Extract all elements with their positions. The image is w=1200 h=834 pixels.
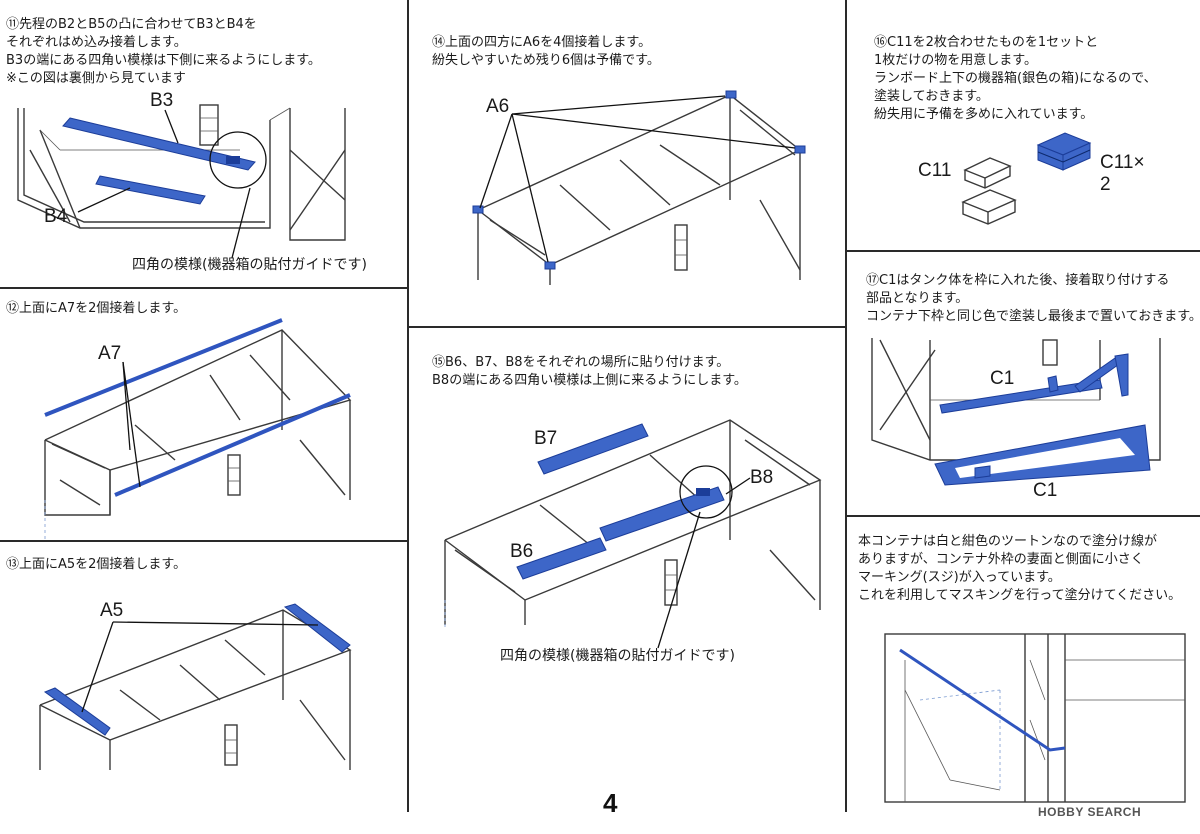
label-c1-top: C1 xyxy=(990,368,1015,389)
label-c11x2: C11× 2 xyxy=(1100,152,1145,195)
label-b4: B4 xyxy=(44,206,68,227)
step-16-line-5: 紛失用に予備を多めに入れています。 xyxy=(874,107,1094,122)
label-c1-bottom: C1 xyxy=(1033,480,1058,501)
label-a5: A5 xyxy=(100,600,124,621)
step-16-line-2: 1枚だけの物を用意します。 xyxy=(874,53,1037,68)
step-15-caption: 四角の模様(機器箱の貼付ガイドです) xyxy=(500,648,735,664)
note-diagram xyxy=(884,633,1186,803)
step-16-line-1: ⑯C11を2枚合わせたものを1セットと xyxy=(874,35,1099,50)
step-11-line-2: それぞれはめ込み接着します。 xyxy=(6,35,187,50)
divider-right-1 xyxy=(847,250,1200,252)
step-13-diagram xyxy=(39,603,352,770)
step-17-diagram xyxy=(871,338,1161,486)
step-15-line-1: ⑮B6、B7、B8をそれぞれの場所に貼り付けます。 xyxy=(432,355,730,370)
label-c11: C11 xyxy=(918,160,952,181)
step-15-line-2: B8の端にある四角い模様は上側に来るようにします。 xyxy=(432,373,747,388)
step-17-line-3: コンテナ下枠と同じ色で塗装し最後まで置いておきます。 xyxy=(866,309,1200,324)
label-a6: A6 xyxy=(486,96,510,117)
step-15-diagram xyxy=(444,419,822,649)
note-line-2: ありますが、コンテナ外枠の妻面と側面に小さく xyxy=(858,552,1144,567)
divider-left-1 xyxy=(0,287,407,289)
step-11-line-3: B3の端にある四角い模様は下側に来るようにします。 xyxy=(6,53,321,68)
step-17-line-2: 部品となります。 xyxy=(866,291,969,306)
step-12-diagram xyxy=(44,318,352,540)
step-12-line-1: ⑫上面にA7を2個接着します。 xyxy=(6,301,187,316)
label-b6: B6 xyxy=(510,541,534,562)
label-b8: B8 xyxy=(750,467,774,488)
label-b7: B7 xyxy=(534,428,558,449)
divider-mid-1 xyxy=(409,326,845,328)
step-11-line-4: ※この図は裏側から見ています xyxy=(6,71,186,86)
step-14-line-2: 紛失しやすいため残り6個は予備です。 xyxy=(432,53,660,68)
step-13-line-1: ⑬上面にA5を2個接着します。 xyxy=(6,557,187,572)
note-line-1: 本コンテナは白と紺色のツートンなので塗分け線が xyxy=(858,534,1158,549)
step-11-caption: 四角の模様(機器箱の貼付ガイドです) xyxy=(132,257,367,273)
hobby-search-watermark: HOBBY SEARCH xyxy=(1038,805,1142,819)
step-16-line-3: ランボード上下の機器箱(銀色の箱)になるので、 xyxy=(874,71,1157,86)
note-line-3: マーキング(スジ)が入っています。 xyxy=(858,570,1061,585)
step-16-diagram xyxy=(961,132,1092,225)
divider-left xyxy=(407,0,409,812)
step-17-line-1: ⑰C1はタンク体を枠に入れた後、接着取り付けする xyxy=(866,273,1170,288)
label-a7: A7 xyxy=(98,343,122,364)
divider-right xyxy=(845,0,847,812)
page-number: 4 xyxy=(603,788,618,818)
step-11-diagram xyxy=(17,104,346,259)
divider-right-2 xyxy=(847,515,1200,517)
step-14-line-1: ⑭上面の四方にA6を4個接着します。 xyxy=(432,35,652,50)
note-line-4: これを利用してマスキングを行って塗分けてください。 xyxy=(858,588,1182,603)
divider-left-2 xyxy=(0,540,407,542)
step-11-line-1: ⑪先程のB2とB5の凸に合わせてB3とB4を xyxy=(6,17,257,32)
step-16-line-4: 塗装しておきます。 xyxy=(874,89,989,104)
label-b3: B3 xyxy=(150,90,174,111)
step-14-diagram xyxy=(472,90,806,285)
